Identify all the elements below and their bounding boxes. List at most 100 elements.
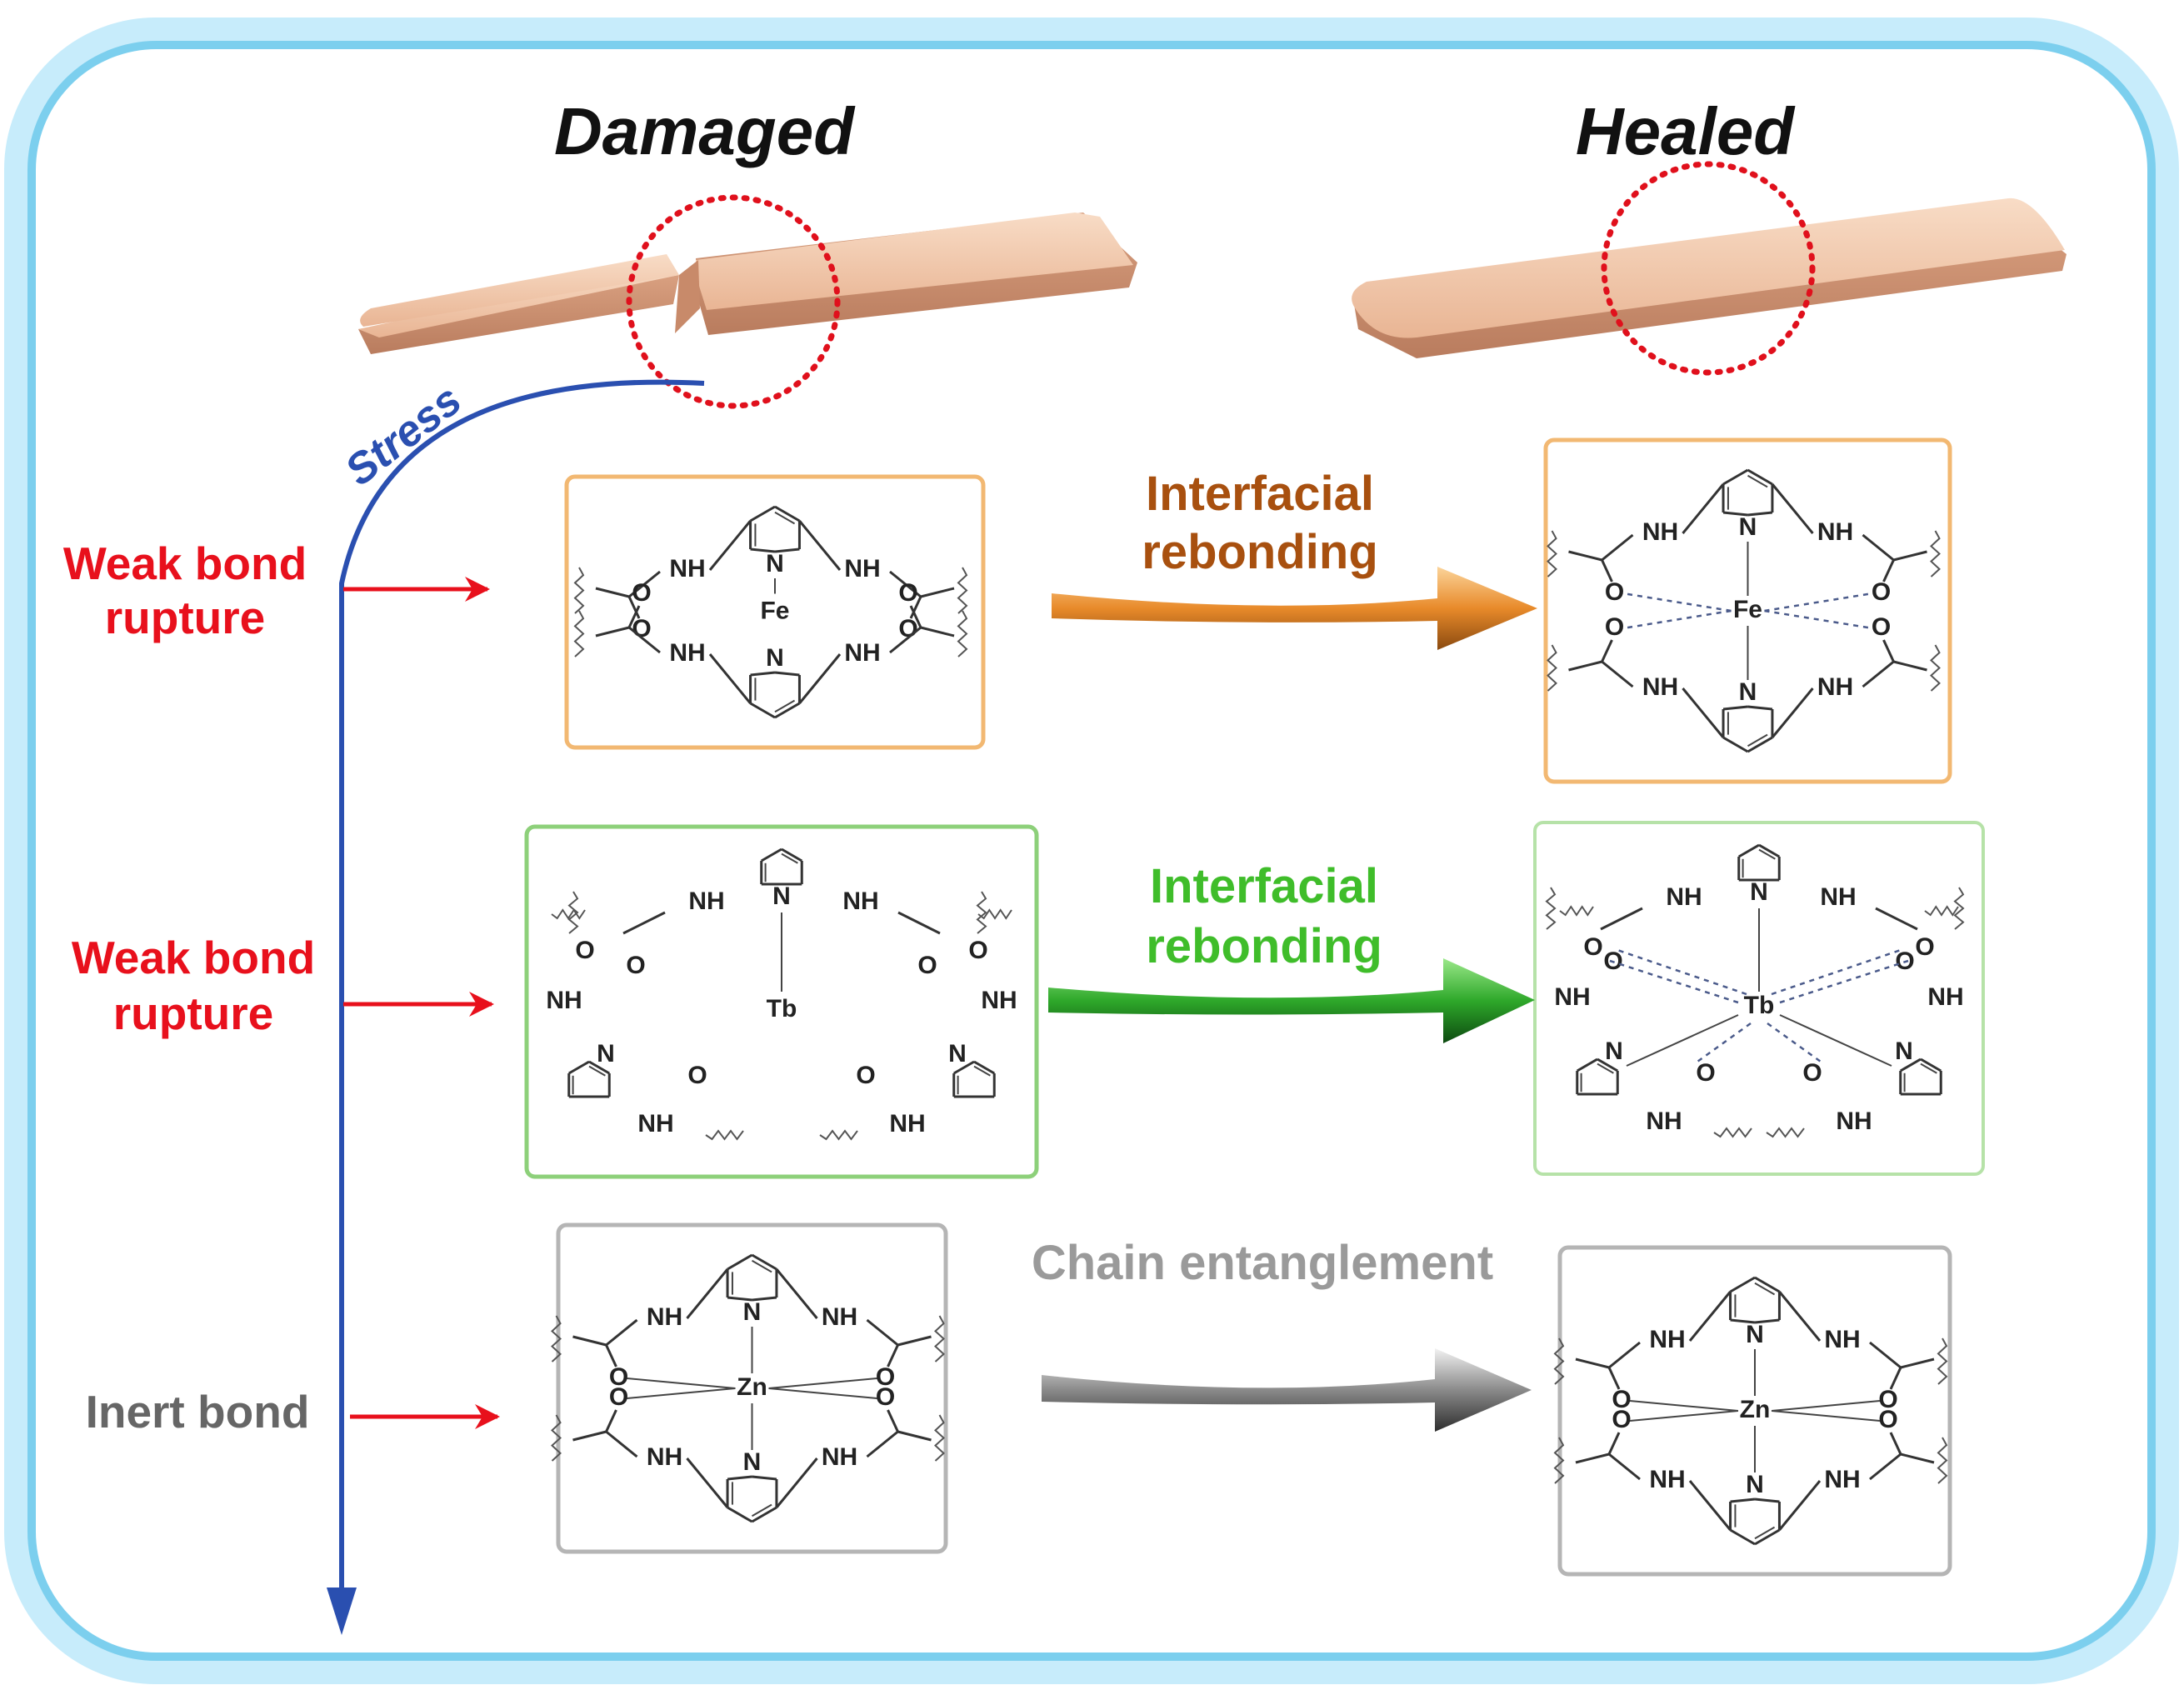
tb-damaged-structure-nh5: NH: [981, 987, 1017, 1014]
tb-healed-structure-o5: O: [1915, 933, 1934, 961]
row3-label: Inert bond: [86, 1386, 310, 1438]
zn-damaged-structure-n-top: N: [743, 1298, 762, 1326]
row1-arrow-label-line2: rebonding: [1142, 525, 1378, 579]
tb-healed-structure-o4: O: [1696, 1059, 1715, 1087]
zn-healed-structure-o-bl: O: [1612, 1406, 1631, 1433]
tb-damaged-structure-nh4: NH: [637, 1110, 673, 1138]
zn-healed-structure-n-top: N: [1746, 1321, 1764, 1348]
tb-damaged-structure-n3: N: [948, 1040, 967, 1068]
tb-healed-structure-n1: N: [1750, 878, 1768, 906]
fe-damaged-structure-n-top: N: [766, 550, 784, 578]
fe-healed-box: [1543, 438, 1952, 784]
tb-healed-structure-nh5: NH: [1927, 983, 1963, 1011]
tb-damaged-structure-nh3: NH: [546, 987, 582, 1014]
fe-healed-structure-n-top: N: [1739, 513, 1757, 541]
transition-row2: Interfacial rebonding: [1048, 859, 1535, 1043]
fe-healed-structure-nh-br: NH: [1817, 673, 1853, 701]
damage-circle: [626, 194, 841, 409]
healed-header: Healed: [1576, 94, 1796, 168]
tb-damaged-box: [524, 824, 1039, 1179]
tb-healed-structure-o6: O: [1802, 1059, 1822, 1087]
tb-damaged-structure-o1: O: [626, 952, 645, 979]
fe-healed-structure-nh-tr: NH: [1817, 518, 1853, 546]
zn-healed-structure-nh-br: NH: [1824, 1466, 1860, 1493]
damaged-header: Damaged: [554, 94, 856, 168]
zn-damaged-box: [556, 1222, 948, 1554]
damaged-strip: [358, 212, 1137, 354]
fe-damaged-structure-nh-br: NH: [844, 639, 880, 667]
fe-healed-structure-metal: Fe: [1733, 596, 1762, 623]
zn-damaged-structure-nh-tl: NH: [647, 1303, 682, 1331]
healed-strip: [1352, 198, 2067, 358]
row2-label-line2: rupture: [113, 988, 274, 1039]
tb-damaged-structure-o2: O: [917, 952, 937, 979]
row1-label-line2: rupture: [105, 592, 266, 643]
row1-label-line1: Weak bond: [63, 538, 307, 589]
fe-damaged-structure-o-br: O: [898, 579, 917, 607]
transition-row3: Chain entanglement: [1032, 1236, 1532, 1432]
row2-arrow-label-line1: Interfacial: [1150, 859, 1378, 913]
tb-healed-structure-nh2: NH: [1820, 883, 1856, 911]
tb-damaged-structure-o4: O: [687, 1062, 707, 1089]
fe-damaged-structure-nh-tr: NH: [844, 555, 880, 582]
tb-healed-structure-nh6: NH: [1836, 1108, 1872, 1135]
zn-healed-structure-nh-tl: NH: [1649, 1326, 1685, 1353]
zn-damaged-structure-o-bl: O: [609, 1383, 628, 1411]
zn-healed-box: [1557, 1245, 1952, 1577]
fe-healed-structure-o-bl: O: [1605, 613, 1624, 641]
zn-damaged-structure-o-br: O: [876, 1383, 895, 1411]
zn-healed-structure-n-bot: N: [1746, 1471, 1764, 1498]
zn-healed-structure-o-tl: O: [1612, 1386, 1631, 1413]
tb-healed-box: [1533, 821, 1985, 1176]
fe-healed-structure-o-br: O: [1872, 613, 1891, 641]
transition-row1: Interfacial rebonding: [1052, 467, 1537, 650]
tb-damaged-structure-n2: N: [597, 1040, 615, 1068]
tb-damaged-structure-o5: O: [968, 937, 987, 964]
zn-damaged-structure-nh-br: NH: [822, 1443, 857, 1471]
zn-healed-structure-o-br: O: [1878, 1406, 1897, 1433]
zn-damaged-structure-nh-tr: NH: [822, 1303, 857, 1331]
row3-arrow-label: Chain entanglement: [1032, 1236, 1493, 1290]
tb-healed-structure-nh1: NH: [1666, 883, 1702, 911]
fe-damaged-structure-metal: Fe: [760, 597, 789, 624]
fe-healed-structure-o-tl: O: [1605, 578, 1624, 606]
healed-circle: [1601, 161, 1816, 376]
zn-damaged-structure-n-bot: N: [743, 1448, 762, 1476]
zn-healed-structure-metal: Zn: [1740, 1396, 1771, 1423]
fe-damaged-structure-o-tr: O: [898, 615, 917, 642]
tb-damaged-structure-nh1: NH: [688, 888, 724, 915]
tb-damaged-structure-o6: O: [856, 1062, 875, 1089]
zn-damaged-structure-nh-bl: NH: [647, 1443, 682, 1471]
tb-healed-structure-n3: N: [1895, 1038, 1913, 1065]
tb-damaged-structure-nh6: NH: [889, 1110, 925, 1138]
fe-healed-structure-nh-tl: NH: [1642, 518, 1678, 546]
row2-arrow-label-line2: rebonding: [1146, 919, 1382, 973]
zn-damaged-structure-metal: Zn: [737, 1373, 767, 1401]
fe-healed-structure-o-tr: O: [1872, 578, 1891, 606]
tb-healed-structure-nh4: NH: [1646, 1108, 1682, 1135]
fe-healed-structure-n-bot: N: [1739, 678, 1757, 706]
fe-damaged-structure-nh-tl: NH: [669, 555, 705, 582]
fe-damaged-structure-nh-bl: NH: [669, 639, 705, 667]
row1-arrow-label-line1: Interfacial: [1146, 467, 1374, 521]
zn-healed-structure-nh-bl: NH: [1649, 1466, 1685, 1493]
tb-healed-structure-n2: N: [1605, 1038, 1623, 1065]
row3-arrow: [1042, 1348, 1532, 1432]
fe-damaged-structure-o-bl: O: [632, 579, 651, 607]
tb-damaged-structure-nh2: NH: [842, 888, 878, 915]
tb-damaged-structure-metal: Tb: [767, 995, 797, 1022]
zn-healed-structure-nh-tr: NH: [1824, 1326, 1860, 1353]
zn-damaged-structure-o-tl: O: [609, 1363, 628, 1391]
tb-healed-structure-o3: O: [1583, 933, 1602, 961]
tb-healed-structure-metal: Tb: [1744, 992, 1775, 1019]
fe-damaged-structure-o-tl: O: [632, 615, 651, 642]
fe-damaged-box: [564, 474, 986, 750]
tb-healed-structure-nh3: NH: [1554, 983, 1590, 1011]
zn-damaged-structure-o-tr: O: [876, 1363, 895, 1391]
